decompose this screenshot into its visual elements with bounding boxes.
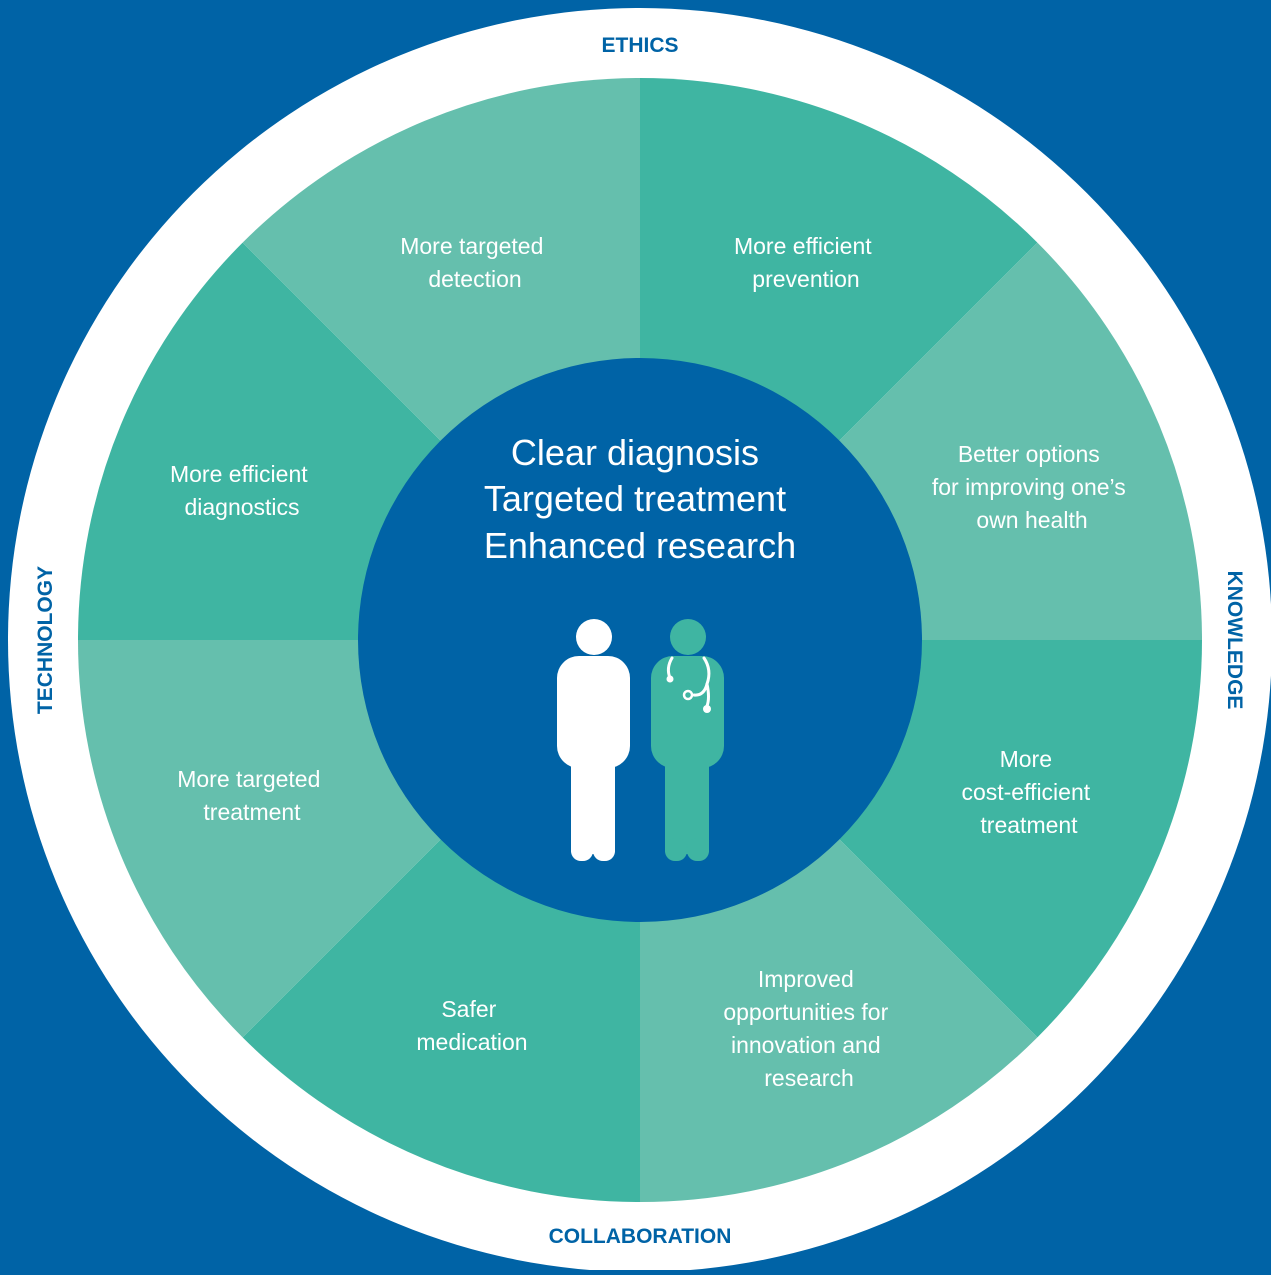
pillar-label-right: KNOWLEDGE (1223, 571, 1246, 710)
segment-label-improving-own-health: Better options for improving one’s own h… (932, 441, 1132, 533)
segment-label-innovation-research: Improved opportunities for innovation an… (723, 966, 894, 1091)
doctor-stethoscope-icon (651, 619, 724, 861)
segment-label-cost-efficient-treatment: More cost-efficient treatment (961, 746, 1096, 838)
segment-label-safer-medication: Safer medication (416, 996, 527, 1055)
segment-label-efficient-prevention: More efficient prevention (734, 233, 878, 292)
patient-figure-icon (557, 619, 630, 861)
pillar-label-bottom: COLLABORATION (549, 1225, 732, 1248)
center-title: Clear diagnosis Targeted treatment Enhan… (484, 432, 796, 566)
pillar-label-top: ETHICS (601, 34, 678, 57)
segment-label-efficient-diagnostics: More efficient diagnostics (170, 461, 314, 520)
pillar-label-left: TECHNOLOGY (34, 566, 57, 714)
segment-label-targeted-detection: More targeted detection (400, 233, 550, 292)
center-circle (358, 358, 922, 922)
segment-label-targeted-treatment: More targeted treatment (177, 766, 327, 825)
